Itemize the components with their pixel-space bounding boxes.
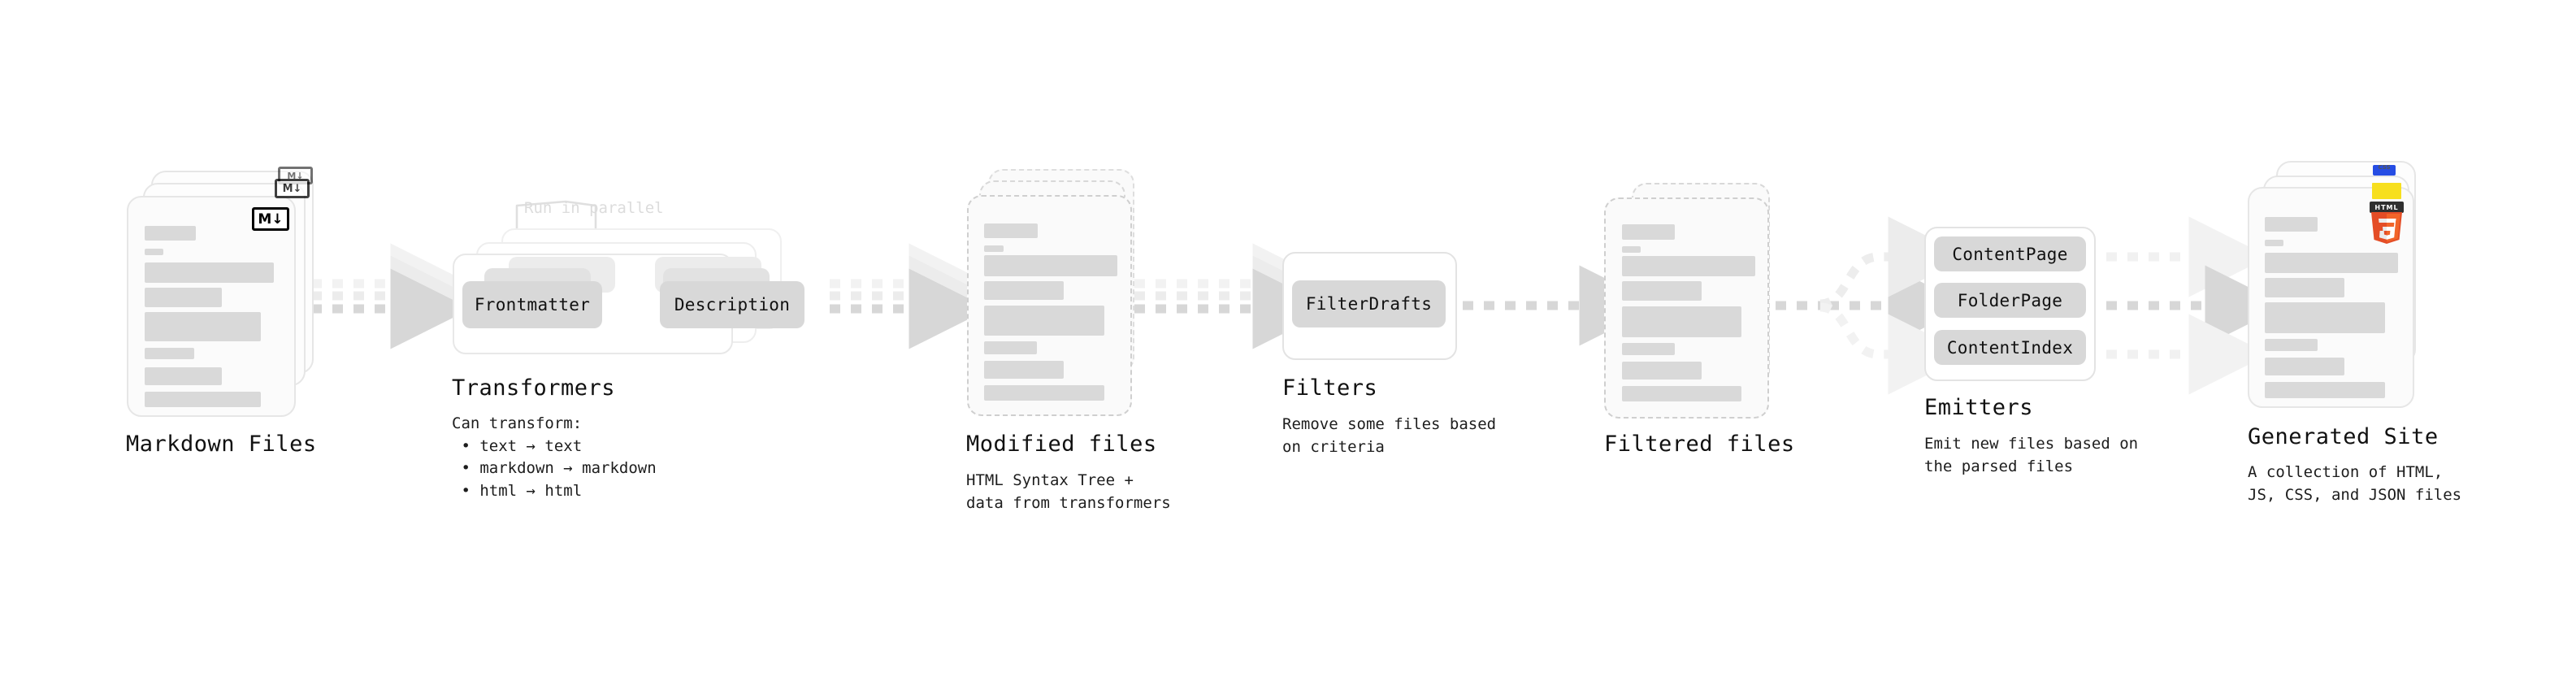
label-emitters: Emitters (1924, 395, 2034, 420)
doc-line (145, 367, 222, 385)
doc-line (2265, 382, 2385, 398)
label-generated-site: Generated Site (2248, 424, 2439, 449)
label-modified-files: Modified files (966, 432, 1157, 457)
doc-line (1622, 246, 1641, 253)
doc-line (984, 223, 1038, 238)
doc-line (2265, 339, 2318, 351)
emitters-chip-folderpage[interactable]: FolderPage (1934, 283, 2086, 318)
markdown-icon-back-1: M↓ (275, 179, 310, 198)
emitters-chip-contentindex[interactable]: ContentIndex (1934, 330, 2086, 365)
doc-line (984, 385, 1104, 401)
doc-line (2265, 217, 2318, 232)
markdown-icon: M↓ (252, 207, 289, 231)
doc-line (145, 312, 261, 341)
markdown-card-front (127, 196, 296, 417)
doc-line (984, 306, 1104, 336)
doc-line (984, 245, 1004, 252)
desc-filters: Remove some files based on criteria (1282, 415, 1497, 456)
doc-line (2265, 278, 2344, 297)
js-icon (2372, 183, 2401, 199)
transformer-chip-description[interactable]: Description (660, 281, 804, 328)
html5-icon-word: HTML (2370, 202, 2404, 213)
doc-line (984, 361, 1064, 379)
filtered-card-front (1604, 197, 1769, 419)
doc-line (1622, 224, 1675, 240)
filters-chip-filterdrafts[interactable]: FilterDrafts (1292, 280, 1446, 327)
doc-line (145, 226, 196, 241)
modified-card-front (967, 195, 1132, 416)
html5-icon: HTML (2367, 202, 2406, 245)
label-filtered-files: Filtered files (1604, 432, 1795, 457)
run-in-parallel-note: Run in parallel (524, 199, 664, 217)
doc-line (2265, 358, 2344, 375)
doc-line (1622, 386, 1741, 401)
css-icon-label: CSS (2378, 164, 2391, 171)
connector-md-to-transformers (311, 243, 471, 349)
connector-modified-to-filters (1134, 243, 1334, 349)
doc-line (145, 348, 194, 359)
label-filters: Filters (1282, 375, 1378, 401)
doc-line (145, 288, 222, 307)
doc-line (1622, 281, 1702, 301)
doc-line (2265, 253, 2398, 273)
label-markdown-files: Markdown Files (126, 432, 317, 457)
doc-line (145, 392, 261, 407)
connector-filtered-to-emitters (1776, 216, 1969, 395)
doc-line (1622, 362, 1702, 380)
doc-line (984, 341, 1037, 354)
desc-emitters: Emit new files based on the parsed files (1924, 435, 2139, 475)
doc-line (2265, 302, 2385, 333)
css-icon (2373, 165, 2396, 176)
transformer-chip-frontmatter[interactable]: Frontmatter (462, 281, 602, 328)
connector-emitters-to-site (2106, 216, 2286, 395)
doc-line (1622, 306, 1741, 337)
doc-line (1622, 343, 1675, 355)
desc-transformers: Can transform: • text → text • markdown … (452, 414, 657, 500)
desc-modified-files: HTML Syntax Tree + data from transformer… (966, 471, 1171, 512)
desc-generated-site: A collection of HTML, JS, CSS, and JSON … (2248, 463, 2462, 504)
doc-line (1622, 256, 1755, 276)
doc-line (984, 281, 1064, 300)
emitters-chip-contentpage[interactable]: ContentPage (1934, 236, 2086, 271)
label-transformers: Transformers (452, 375, 616, 401)
doc-line (2265, 240, 2283, 246)
doc-line (145, 249, 163, 255)
doc-line (984, 255, 1117, 276)
connector-transformers-to-modified (830, 243, 990, 349)
doc-line (145, 262, 274, 283)
